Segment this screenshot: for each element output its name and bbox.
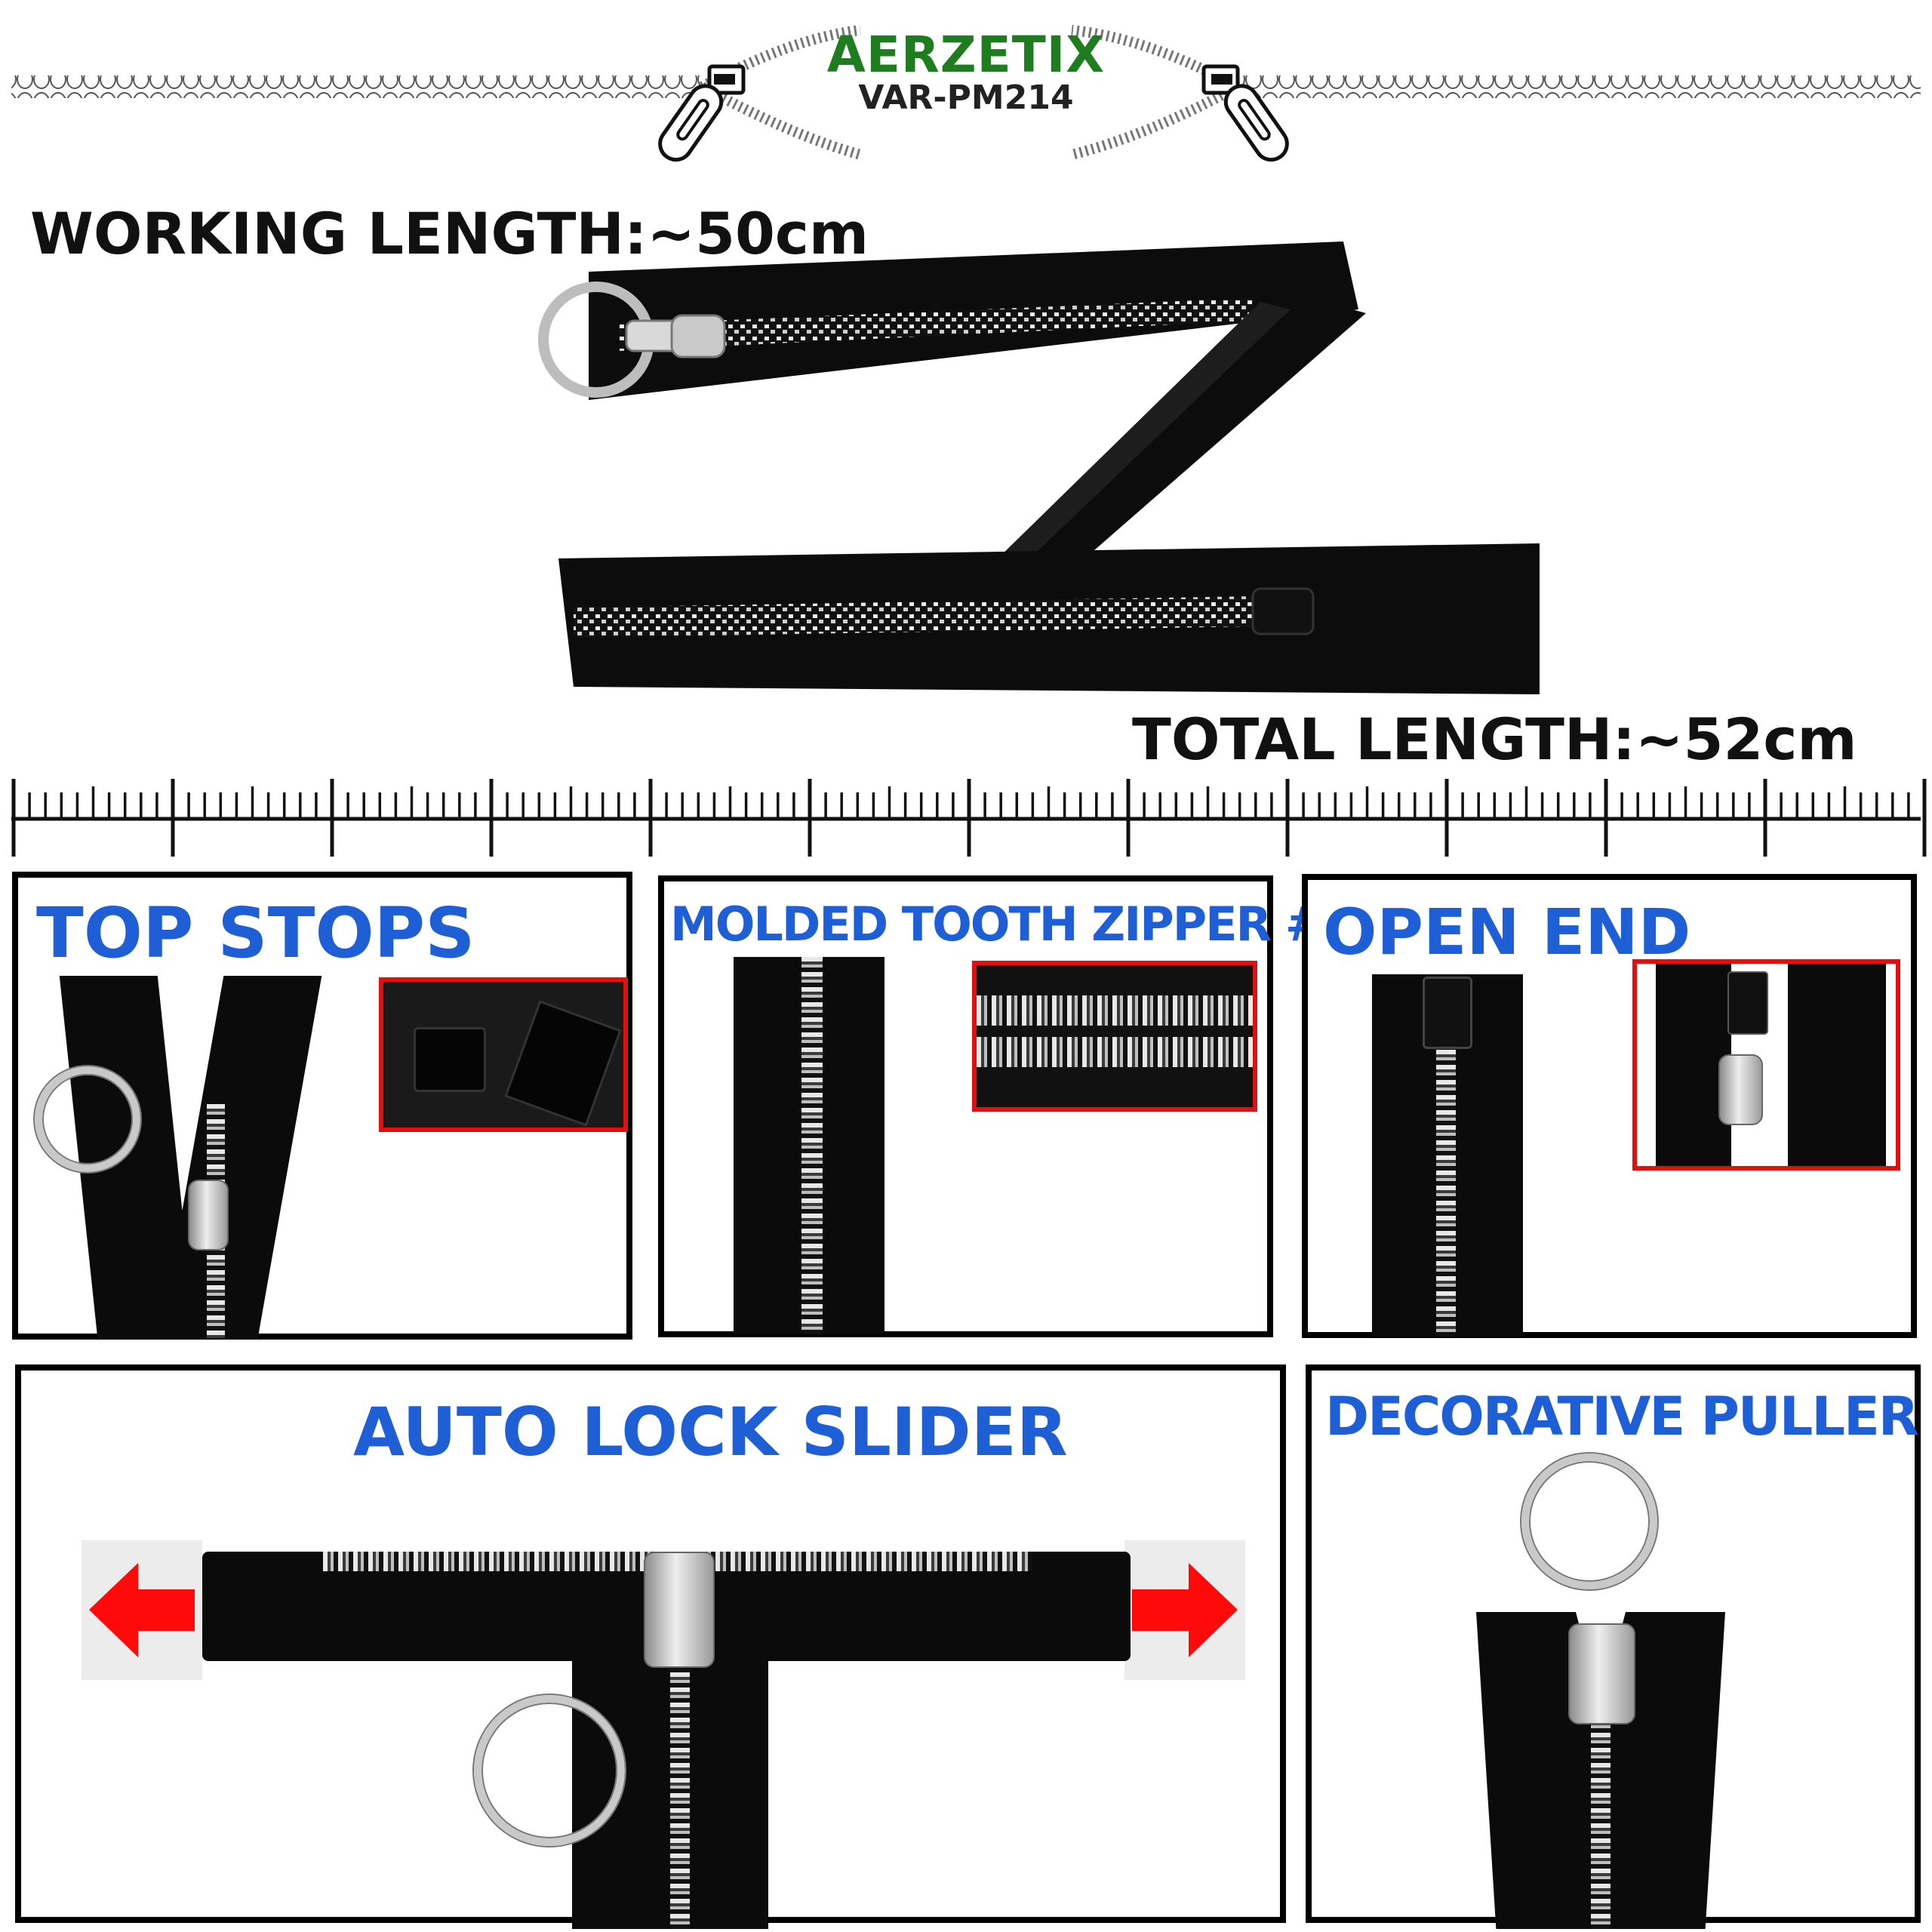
panel-top-stops: TOP STOPS: [12, 872, 632, 1340]
panel-title: AUTO LOCK SLIDER: [353, 1393, 1068, 1471]
zipper-teeth-vertical: [670, 1642, 690, 1929]
working-length-label: WORKING LENGTH:~50cm: [30, 200, 869, 267]
key-ring-icon: [474, 1695, 625, 1846]
zipper-teeth: [1591, 1703, 1611, 1929]
panel-title: DECORATIVE PULLER: [1325, 1386, 1919, 1447]
panel-molded-tooth: MOLDED TOOTH ZIPPER #5: [658, 875, 1355, 1337]
zipper-product-photo: [538, 242, 1540, 694]
product-code: VAR-PM214: [858, 78, 1074, 117]
retainer-box: [1423, 977, 1472, 1049]
top-stops-detail-inset: [379, 977, 628, 1132]
zipper-slider: [644, 1552, 715, 1668]
brand-name: AERZETIX: [826, 26, 1106, 84]
panel-auto-lock: AUTO LOCK SLIDER: [15, 1364, 1286, 1929]
total-length-label: TOTAL LENGTH:~52cm: [1132, 706, 1857, 773]
zipper-slider: [188, 1180, 229, 1251]
ruler-icon: [11, 779, 1927, 857]
zipper-slider: [1568, 1623, 1635, 1724]
key-ring-icon: [1521, 1454, 1657, 1589]
panel-decorative-puller: DECORATIVE PULLER: [1306, 1364, 1921, 1929]
arrow-left-box: [82, 1540, 202, 1680]
brand-block: AERZETIX VAR-PM214: [755, 30, 1177, 116]
zipper-slider-icon: [1201, 64, 1289, 162]
panel-title: OPEN END: [1323, 895, 1691, 969]
panel-title: MOLDED TOOTH ZIPPER #5: [670, 897, 1355, 952]
panel-title: TOP STOPS: [36, 893, 475, 974]
arrow-right-icon: [1132, 1563, 1238, 1657]
panel-open-end: OPEN END: [1302, 874, 1917, 1338]
arrow-left-icon: [89, 1563, 195, 1657]
tooth-detail-inset: [972, 961, 1257, 1112]
zipper-tape-right: [159, 976, 322, 1338]
zipper-teeth: [1436, 1050, 1456, 1337]
open-end-detail-inset: [1632, 959, 1900, 1171]
zipper-teeth: [801, 957, 823, 1334]
zipper-slider-icon: [658, 64, 746, 162]
arrow-right-box: [1124, 1540, 1245, 1680]
key-ring-icon: [35, 1066, 140, 1172]
